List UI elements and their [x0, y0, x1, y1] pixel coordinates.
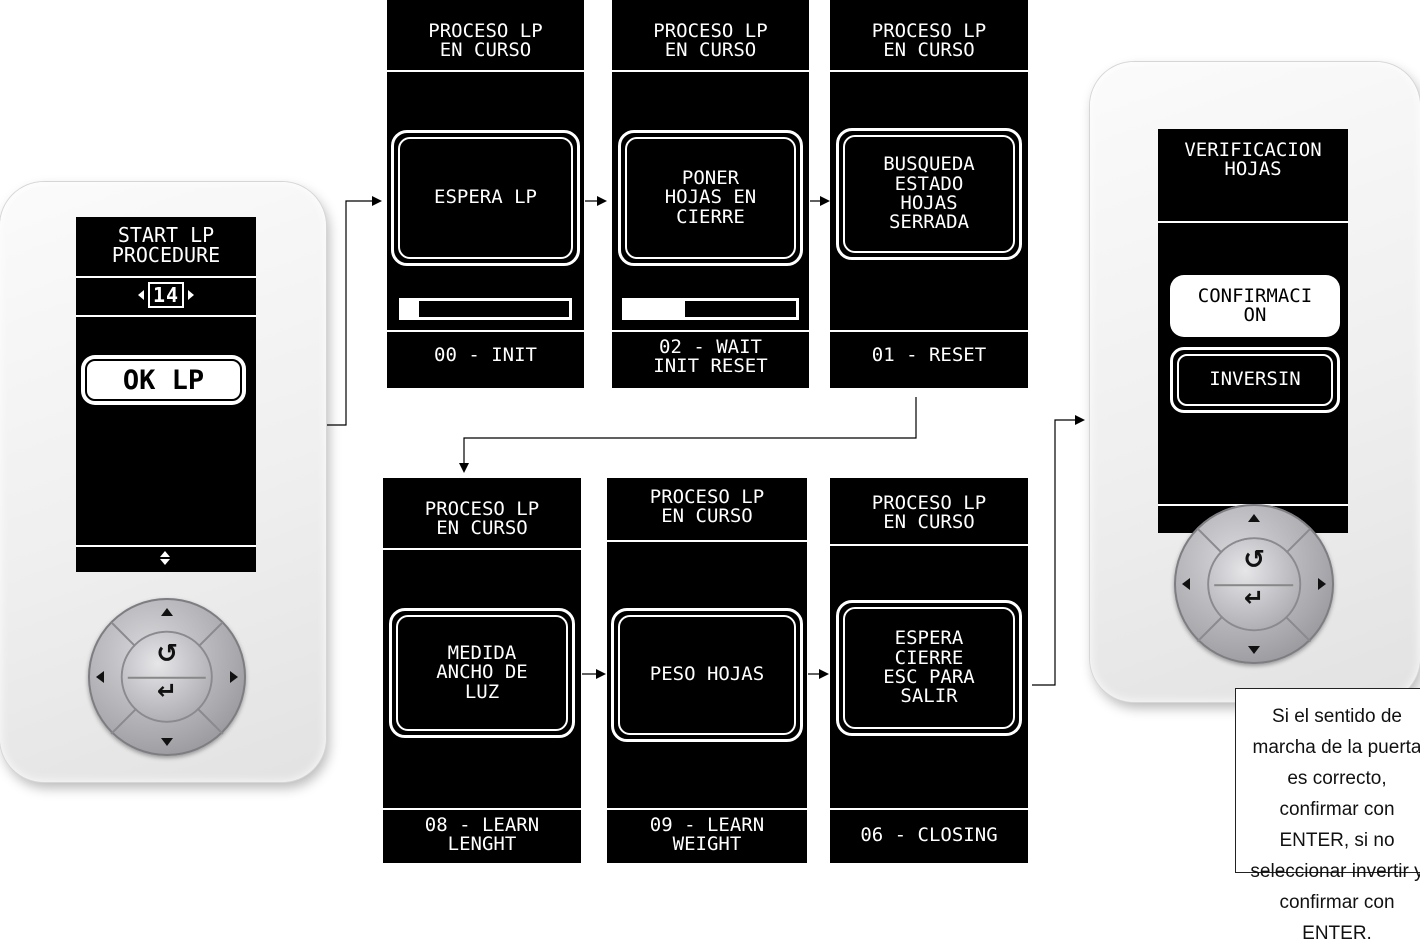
arrow-espera-cierre-to-verify [1032, 420, 1083, 685]
instruction-note: Si el sentido de marcha de la puerta es … [1235, 688, 1420, 873]
arrow-start-to-espera [327, 201, 380, 425]
flow-connectors [0, 0, 1420, 863]
arrow-busqueda-to-medida [464, 397, 916, 471]
